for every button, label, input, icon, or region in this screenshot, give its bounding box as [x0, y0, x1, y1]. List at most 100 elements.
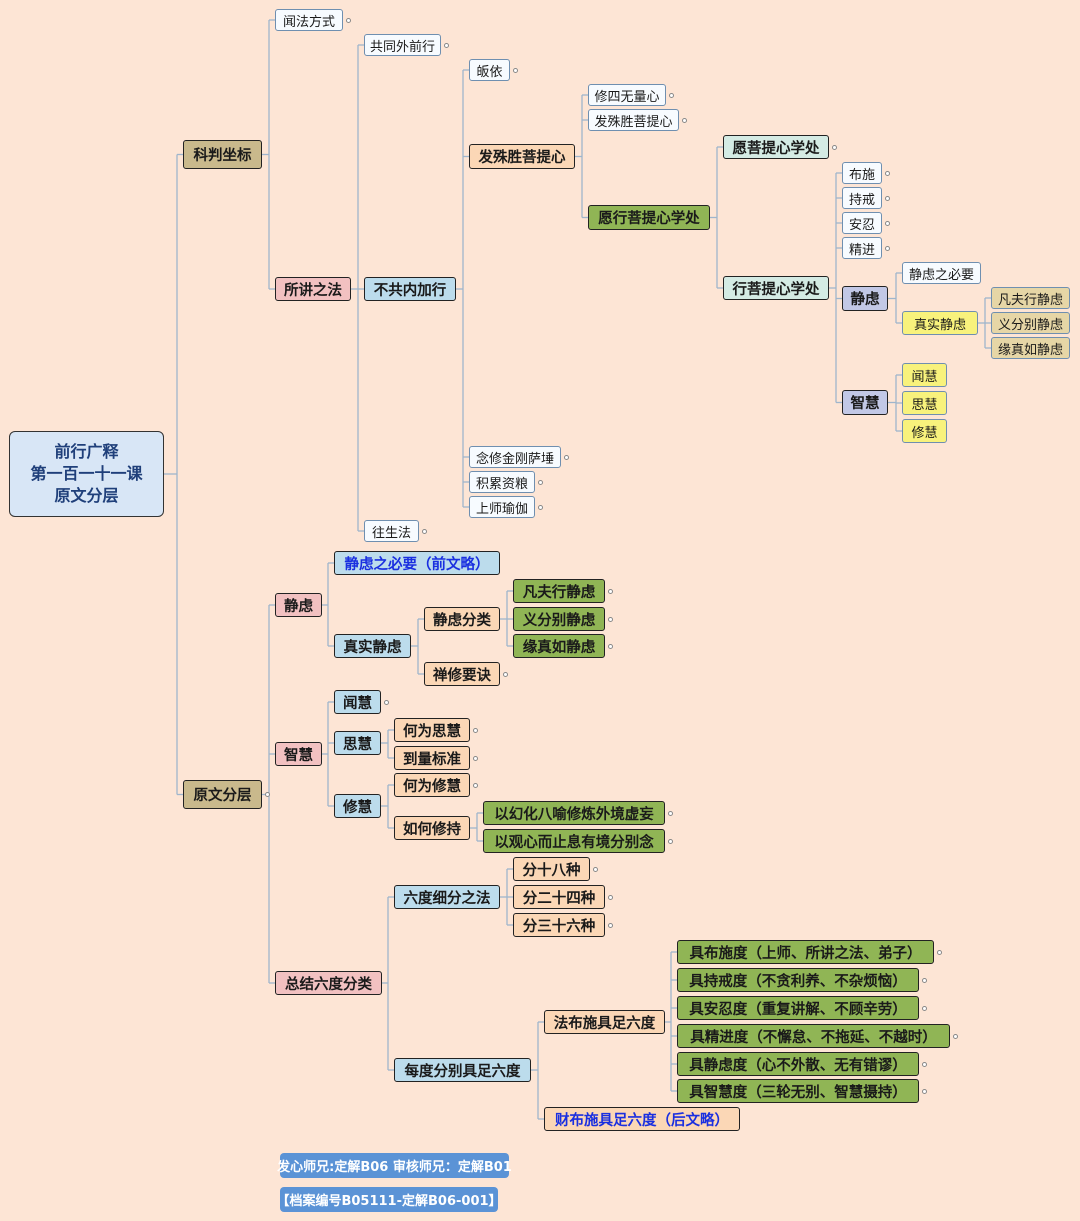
node-wangsheng[interactable]: 往生法: [364, 520, 419, 542]
collapse-toggle-icon[interactable]: [473, 727, 478, 733]
node-guiyi[interactable]: 皈依: [469, 59, 510, 81]
collapse-toggle-icon[interactable]: [473, 755, 478, 761]
collapse-toggle-icon[interactable]: [608, 922, 613, 928]
node-b-zhenshi[interactable]: 真实静虑: [334, 634, 411, 658]
collapse-toggle-icon[interactable]: [922, 977, 927, 983]
collapse-toggle-icon[interactable]: [608, 894, 613, 900]
node-b-hewei-si[interactable]: 何为思慧: [394, 718, 470, 742]
collapse-toggle-icon[interactable]: [513, 67, 518, 73]
collapse-toggle-icon[interactable]: [608, 643, 613, 649]
node-yuanzhen[interactable]: 缘真如静虑: [991, 337, 1070, 359]
node-b-24[interactable]: 分二十四种: [513, 885, 605, 909]
collapse-toggle-icon[interactable]: [922, 1061, 927, 1067]
collapse-toggle-icon[interactable]: [538, 504, 543, 510]
collapse-toggle-icon[interactable]: [885, 195, 890, 201]
node-b-fenlei[interactable]: 静虑分类: [424, 607, 500, 631]
node-zhenshi[interactable]: 真实静虑: [902, 311, 978, 335]
node-d2[interactable]: 具持戒度（不贪利养、不杂烦恼）: [677, 968, 919, 992]
node-b-18[interactable]: 分十八种: [513, 857, 590, 881]
node-faxin2[interactable]: 发殊胜菩提心: [588, 109, 679, 131]
node-fanfu[interactable]: 凡夫行静虑: [991, 287, 1070, 309]
collapse-toggle-icon[interactable]: [885, 220, 890, 226]
node-b-xiuhui[interactable]: 修慧: [334, 794, 381, 818]
collapse-toggle-icon[interactable]: [346, 17, 351, 23]
node-anren[interactable]: 安忍: [842, 212, 882, 234]
node-xing-pt[interactable]: 愿行菩提心学处: [588, 205, 710, 230]
collapse-toggle-icon[interactable]: [473, 782, 478, 788]
node-yuanwen[interactable]: 原文分层: [183, 780, 262, 809]
node-b-fanfu[interactable]: 凡夫行静虑: [513, 579, 605, 603]
node-chijie[interactable]: 持戒: [842, 187, 882, 209]
node-b-fabu[interactable]: 法布施具足六度: [544, 1010, 665, 1034]
node-bushi[interactable]: 布施: [842, 162, 882, 184]
collapse-toggle-icon[interactable]: [682, 117, 687, 123]
collapse-toggle-icon[interactable]: [922, 1088, 927, 1094]
node-yuan-pt[interactable]: 愿菩提心学处: [723, 135, 829, 159]
collapse-toggle-icon[interactable]: [668, 838, 673, 844]
node-b-yuanzhen[interactable]: 缘真如静虑: [513, 634, 605, 658]
node-b-liudu[interactable]: 六度细分之法: [394, 885, 500, 909]
collapse-toggle-icon[interactable]: [832, 144, 837, 150]
node-d5[interactable]: 具静虑度（心不外散、无有错谬）: [677, 1052, 919, 1076]
node-shangshi[interactable]: 上师瑜伽: [469, 496, 535, 518]
node-jingang[interactable]: 念修金刚萨埵: [469, 446, 561, 468]
node-b-hewei-xiu[interactable]: 何为修慧: [394, 773, 470, 797]
node-b-daoliang[interactable]: 到量标准: [394, 746, 470, 770]
node-d4[interactable]: 具精进度（不懈怠、不拖延、不越时）: [677, 1024, 950, 1048]
node-b-zhihui[interactable]: 智慧: [275, 742, 322, 766]
node-b-jinglv[interactable]: 静虑: [275, 593, 322, 617]
node-jingjin[interactable]: 精进: [842, 237, 882, 259]
node-b-chanxiu[interactable]: 禅修要诀: [424, 662, 500, 686]
node-wenfa[interactable]: 闻法方式: [275, 9, 343, 31]
node-b-36[interactable]: 分三十六种: [513, 913, 605, 937]
node-gongtong[interactable]: 共同外前行: [364, 34, 441, 56]
node-jlbiyao[interactable]: 静虑之必要: [902, 262, 981, 284]
node-b-yifen[interactable]: 义分别静虑: [513, 607, 605, 631]
node-b-meidu[interactable]: 每度分别具足六度: [394, 1058, 531, 1082]
node-suojiang[interactable]: 所讲之法: [275, 277, 351, 301]
node-b-sihui[interactable]: 思慧: [334, 731, 381, 755]
collapse-toggle-icon[interactable]: [885, 170, 890, 176]
node-d6[interactable]: 具智慧度（三轮无别、智慧摄持）: [677, 1079, 919, 1103]
node-b-huan[interactable]: 以幻化八喻修炼外境虚妄: [483, 801, 665, 825]
node-bugong[interactable]: 不共内加行: [364, 277, 456, 301]
collapse-toggle-icon[interactable]: [669, 92, 674, 98]
node-b-guan[interactable]: 以观心而止息有境分别念: [483, 829, 665, 853]
node-jinglv[interactable]: 静虑: [842, 286, 888, 311]
collapse-toggle-icon[interactable]: [538, 479, 543, 485]
node-b-ruhe[interactable]: 如何修持: [394, 816, 470, 840]
collapse-toggle-icon[interactable]: [885, 245, 890, 251]
node-b-zongjie[interactable]: 总结六度分类: [275, 971, 382, 995]
node-b-wenhui[interactable]: 闻慧: [334, 690, 381, 714]
collapse-toggle-icon[interactable]: [922, 1005, 927, 1011]
credit-tag: 发心师兄:定解B06 审核师兄：定解B01: [277, 1153, 512, 1178]
node-xiusi[interactable]: 修四无量心: [588, 84, 666, 106]
root-line-3: 原文分层: [54, 486, 119, 505]
node-kepan[interactable]: 科判坐标: [183, 140, 262, 169]
node-sihui[interactable]: 思慧: [902, 391, 947, 415]
collapse-toggle-icon[interactable]: [953, 1033, 958, 1039]
node-jilei[interactable]: 积累资粮: [469, 471, 535, 493]
node-faxin[interactable]: 发殊胜菩提心: [469, 144, 575, 169]
node-wenhui[interactable]: 闻慧: [902, 363, 947, 387]
collapse-toggle-icon[interactable]: [564, 454, 569, 460]
root-topic[interactable]: 前行广释 第一百一十一课 原文分层: [9, 431, 164, 517]
collapse-toggle-icon[interactable]: [608, 616, 613, 622]
node-d3[interactable]: 具安忍度（重复讲解、不顾辛劳）: [677, 996, 919, 1020]
collapse-toggle-icon[interactable]: [444, 42, 449, 48]
node-yifen[interactable]: 义分别静虑: [991, 312, 1070, 334]
node-xingp[interactable]: 行菩提心学处: [723, 276, 829, 300]
collapse-toggle-icon[interactable]: [937, 949, 942, 955]
node-xiuhui[interactable]: 修慧: [902, 419, 947, 443]
node-b-caibu[interactable]: 财布施具足六度（后文略）: [544, 1107, 740, 1131]
collapse-toggle-icon[interactable]: [503, 671, 508, 677]
collapse-toggle-icon[interactable]: [265, 792, 270, 797]
collapse-toggle-icon[interactable]: [384, 699, 389, 705]
node-d1[interactable]: 具布施度（上师、所讲之法、弟子）: [677, 940, 934, 964]
collapse-toggle-icon[interactable]: [608, 588, 613, 594]
collapse-toggle-icon[interactable]: [422, 528, 427, 534]
collapse-toggle-icon[interactable]: [593, 866, 598, 872]
collapse-toggle-icon[interactable]: [668, 810, 673, 816]
node-zhihui[interactable]: 智慧: [842, 390, 888, 415]
node-b-biyao[interactable]: 静虑之必要（前文略）: [334, 551, 500, 575]
